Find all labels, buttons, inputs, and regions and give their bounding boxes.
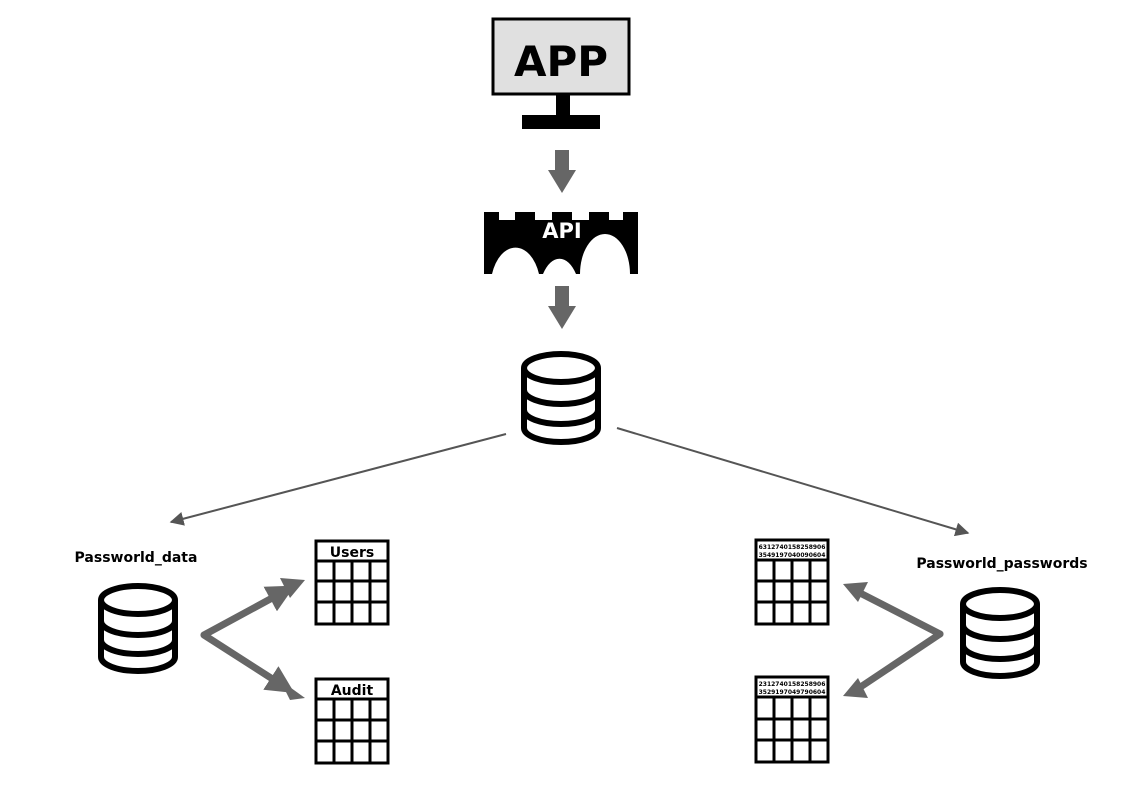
hash-table-2-line2: 3529197049790604 [759, 689, 826, 696]
audit-table-label: Audit [331, 683, 374, 699]
users-table-icon: Users [314, 539, 390, 626]
audit-table-icon: Audit [314, 677, 390, 765]
arrowhead-users [280, 578, 305, 598]
app-monitor-icon: APP [491, 17, 631, 129]
db-data-label: Passworld_data [75, 550, 198, 566]
hash-table-2-icon: 2312740158258906 3529197049790604 [754, 675, 830, 764]
arrowhead-hash2 [843, 678, 868, 698]
arrowhead-hash1 [843, 582, 868, 602]
passwords-database-icon [960, 587, 1040, 679]
hash-table-2-line1: 2312740158258906 [759, 681, 826, 688]
arrow-passwords-to-hash2 [858, 630, 944, 690]
arrowhead-audit [280, 680, 305, 700]
hash-table-1-line2: 3549197040090604 [759, 552, 826, 559]
arrow-data-to-audit [200, 631, 295, 694]
data-database-icon [98, 583, 178, 674]
api-gateway-icon: API [484, 212, 638, 274]
arrow-db-to-data [169, 433, 507, 526]
arrow-api-to-db [548, 286, 576, 329]
hash-table-1-icon: 6312740158258906 3549197040090604 [754, 538, 830, 626]
api-label: API [542, 219, 581, 243]
db-passwords-label: Passworld_passwords [916, 556, 1087, 572]
central-database-icon [521, 351, 601, 445]
arrow-app-to-api [548, 150, 576, 193]
users-table-label: Users [330, 545, 374, 561]
app-label: APP [514, 37, 608, 86]
arrow-data-to-users [200, 585, 295, 639]
arrow-db-to-passwords [616, 427, 970, 537]
arrow-passwords-to-hash1 [858, 590, 944, 638]
hash-table-1-line1: 6312740158258906 [759, 544, 826, 551]
